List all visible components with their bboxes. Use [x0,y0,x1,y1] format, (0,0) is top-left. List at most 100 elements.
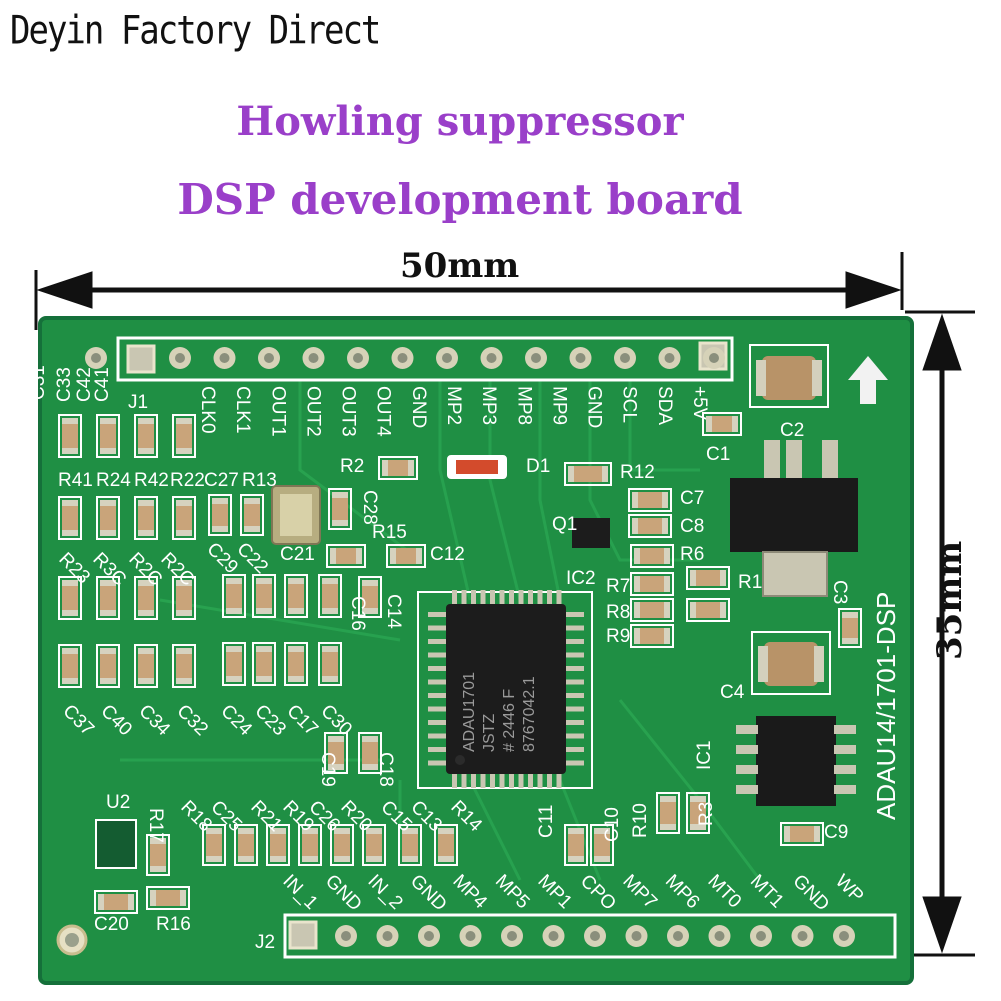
component-label: R42 [134,470,169,491]
component-label: C31 [28,365,49,400]
smd-component [222,574,246,618]
smd-component [134,496,158,540]
component-label: C16 [347,596,368,631]
smd-component [146,834,170,876]
width-dimension-arrow [34,252,904,330]
component-label: R2 [340,456,364,477]
smd-component [284,642,308,686]
component-label: C21 [280,544,315,565]
smd-component [362,824,386,866]
smd-component [590,824,614,866]
component-label: C7 [680,488,704,509]
smd-component [172,644,196,688]
smd-component [686,792,710,834]
smd-component [172,576,196,620]
component-label: IC1 [694,740,715,770]
smd-component [134,414,158,458]
chip-marking: JSTZ [481,714,498,752]
smd-component [358,732,382,774]
component-label: R13 [242,470,277,491]
component-label: C12 [430,544,465,565]
top-pin-label: MP8 [513,386,534,425]
component-label: C9 [824,822,848,843]
component-label: R17 [145,808,166,843]
smd-component [630,624,674,648]
component-label: C11 [536,805,557,838]
chip-marking: ADAU1701 [461,672,478,752]
component-label: C8 [680,516,704,537]
smd-component [96,576,120,620]
component-label: IC2 [566,568,596,589]
component-label: R24 [96,470,131,491]
component-label: C10 [602,807,623,842]
component-label: R7 [606,576,630,597]
top-pin-label: GND [584,386,605,428]
smd-component [202,824,226,866]
top-pin-label: +5V [689,386,710,421]
chip-marking: 8767042.1 [521,676,538,752]
component-label: R22 [170,470,205,491]
component-label: R1 [738,572,762,593]
component-label: C33 [54,367,75,402]
component-label: C28 [359,490,380,525]
crystal-oscillator [271,485,321,545]
smd-component [630,544,674,568]
smd-component [326,544,366,568]
top-pin-label: CLK1 [232,386,253,434]
smd-component [434,824,458,866]
smd-component [266,824,290,866]
smd-component [134,644,158,688]
component-label: C2 [780,420,804,441]
smd-component [94,890,138,914]
smd-component [780,822,824,846]
dsp-chip [417,590,593,789]
smd-component [630,598,674,622]
smd-component [58,414,82,458]
component-label: R15 [372,522,407,543]
smd-component [330,824,354,866]
component-label: C4 [720,682,745,703]
smd-component [324,732,348,774]
ic1-chip [736,716,856,806]
smd-component [234,824,258,866]
title-line-1: Howling suppressor [236,98,684,145]
component-label: C18 [375,752,396,787]
component-label: R6 [680,544,704,565]
smd-component [398,824,422,866]
smd-component [628,514,672,538]
capacitor-c4 [751,631,831,695]
smd-component [564,462,612,486]
component-label: C19 [317,752,338,787]
smd-component [702,412,742,436]
top-pin-label: OUT2 [302,386,323,437]
product-label: ADAU14/1701-DSP [871,592,901,820]
top-pin-label: OUT3 [338,386,359,437]
smd-component [172,496,196,540]
smd-component [58,576,82,620]
smd-component [96,644,120,688]
component-label: C3 [829,580,850,604]
component-label: Q1 [552,514,577,535]
smd-component [134,576,158,620]
top-pin-label: OUT1 [267,386,288,437]
component-label: C20 [94,914,129,935]
top-pin-label: SDA [654,386,675,425]
j1-label: J1 [128,392,148,413]
smd-component [252,574,276,618]
top-pin-label: CLK0 [197,386,218,434]
smd-component [686,598,730,622]
smd-component [222,642,246,686]
title-line-2: DSP development board [177,175,743,224]
top-pin-label: MP9 [548,386,569,425]
smd-component [284,574,308,618]
component-label: R8 [606,602,630,623]
smd-component [358,576,382,618]
smd-component [96,496,120,540]
smd-component [328,488,352,530]
bottom-header-j2 [283,913,897,959]
smd-component [58,644,82,688]
top-pin-label: SCL [619,386,640,423]
top-header-j1 [85,336,734,382]
smd-component [628,488,672,512]
